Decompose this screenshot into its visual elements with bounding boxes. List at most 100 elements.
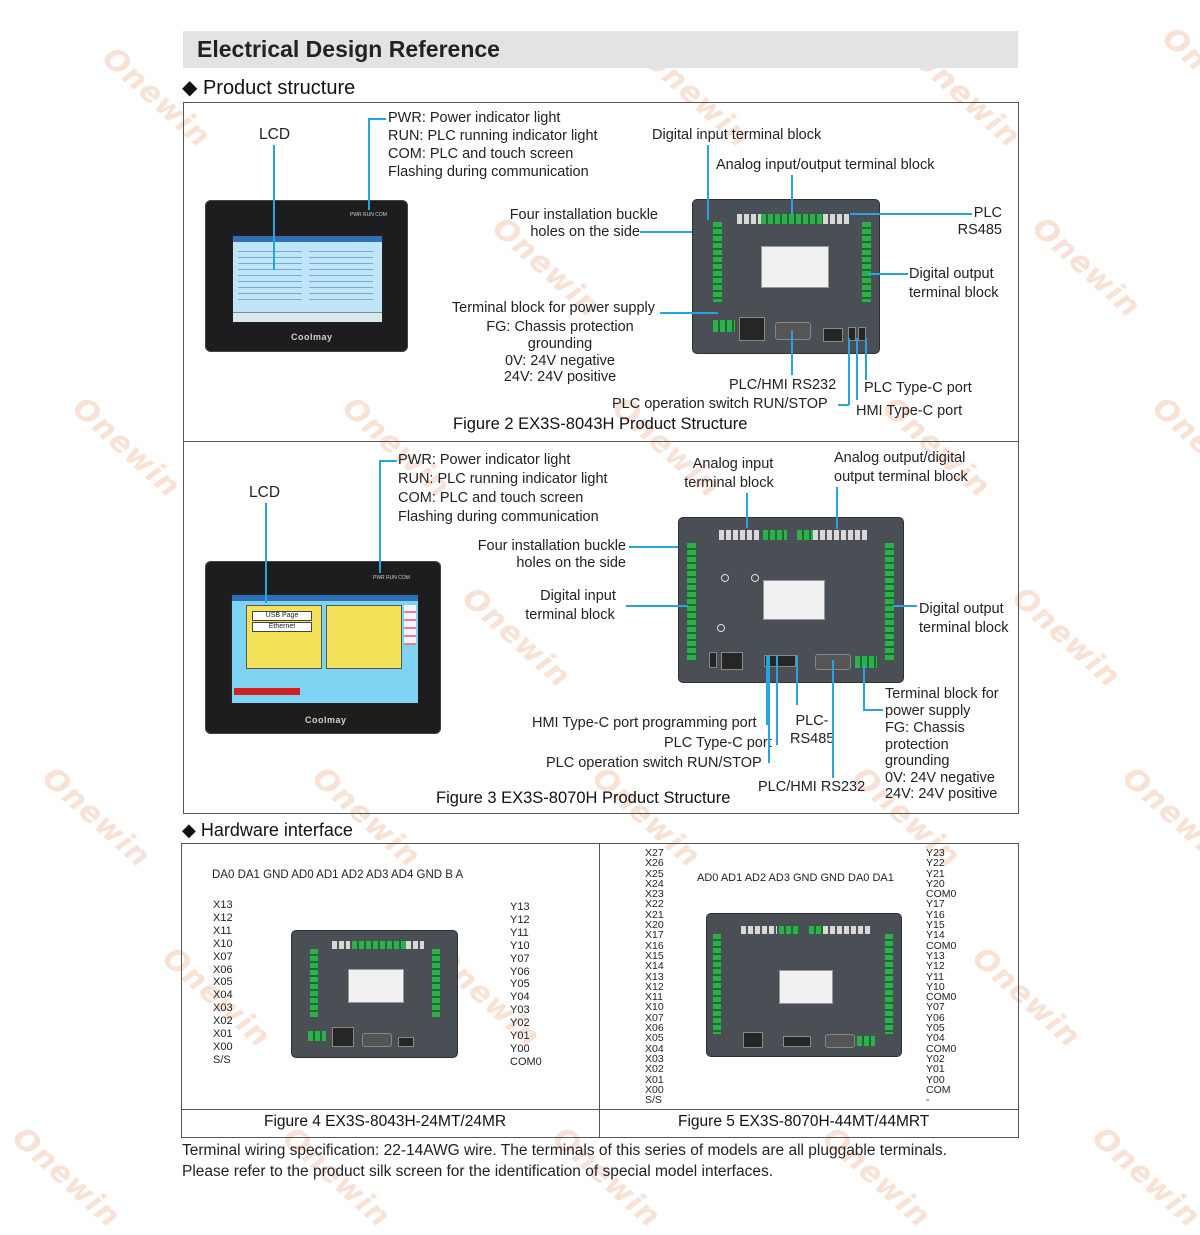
label-plate bbox=[779, 970, 833, 1004]
watermark: Onewin bbox=[5, 1120, 128, 1235]
brand-logo: Coolmay bbox=[291, 332, 333, 342]
figure-5-caption: Figure 5 EX3S-8070H-44MT/44MRT bbox=[678, 1113, 930, 1130]
port bbox=[332, 1027, 354, 1047]
power-label: Terminal block for bbox=[885, 686, 999, 702]
hmi-typec-label: HMI Type-C port programming port bbox=[532, 715, 757, 731]
led-label: COM: PLC and touch screen bbox=[398, 490, 584, 506]
rs232-leader bbox=[791, 330, 793, 375]
plc-back-8043h-small bbox=[291, 930, 458, 1058]
rs485-label: PLC- bbox=[795, 713, 829, 729]
analog-input-terminal bbox=[763, 530, 787, 540]
terminal-strip bbox=[737, 214, 761, 224]
analog-io-terminal bbox=[761, 214, 823, 224]
power-leader bbox=[863, 665, 865, 710]
title-bar bbox=[183, 31, 1018, 68]
digital-input-label: Digital input bbox=[540, 588, 616, 604]
digital-output-label: Digital output bbox=[919, 601, 1004, 617]
db9-port bbox=[825, 1034, 855, 1048]
lcd-label: LCD bbox=[259, 126, 291, 143]
hmi-typec-label: HMI Type-C port bbox=[856, 403, 963, 419]
digital-input-leader bbox=[707, 145, 709, 220]
digital-input-label: terminal block bbox=[525, 607, 615, 623]
terminal-strip bbox=[741, 926, 777, 934]
db9-port bbox=[362, 1033, 392, 1047]
digital-output-leader bbox=[893, 605, 917, 607]
power-label: 0V: 24V negative bbox=[885, 770, 995, 786]
digital-input-leader bbox=[626, 605, 688, 607]
analog-output-label: output terminal block bbox=[834, 469, 968, 485]
analog-output-label: Analog output/digital bbox=[834, 450, 966, 466]
typec-port bbox=[848, 327, 856, 341]
fig5-input-pins: X27 X26 X25 X24 X23 X22 X21 X20 X17 X16 … bbox=[645, 847, 664, 1107]
led-leader bbox=[368, 118, 370, 210]
power-terminal bbox=[857, 1036, 875, 1046]
hmi-front-8070h: USB Page Ethernet PWR RUN COM Coolmay bbox=[205, 561, 441, 734]
led-label: PWR: Power indicator light bbox=[388, 110, 561, 126]
footer-line: Please refer to the product silk screen … bbox=[182, 1163, 774, 1180]
label-plate bbox=[761, 246, 829, 288]
lcd-leader bbox=[273, 145, 275, 270]
ethernet-button: Ethernet bbox=[252, 622, 312, 632]
power-leader bbox=[863, 709, 883, 711]
rs232-leader bbox=[832, 660, 834, 778]
watermark: Onewin bbox=[1155, 20, 1200, 135]
switch-label: PLC operation switch RUN/STOP bbox=[546, 755, 762, 771]
plc-label: PLC bbox=[973, 205, 1002, 221]
switch-leader bbox=[838, 404, 849, 406]
lcd-label: LCD bbox=[249, 484, 281, 501]
hmi-typec-leader bbox=[766, 655, 768, 725]
watermark: Onewin bbox=[1115, 760, 1200, 875]
analog-terminal bbox=[779, 926, 799, 934]
rs485-label: RS485 bbox=[957, 222, 1002, 238]
buckle-leader bbox=[640, 231, 692, 233]
plc-typec-label: PLC Type-C port bbox=[664, 735, 772, 751]
power-label: 24V: 24V positive bbox=[503, 369, 617, 385]
switch-label: PLC operation switch RUN/STOP bbox=[612, 396, 828, 412]
plc-typec-label: PLC Type-C port bbox=[864, 380, 972, 396]
buckle-label: holes on the side bbox=[516, 555, 626, 571]
product-structure-frame bbox=[183, 102, 1019, 814]
power-label: FG: Chassis bbox=[885, 720, 965, 736]
terminal-strip bbox=[719, 530, 759, 540]
power-terminal bbox=[855, 656, 877, 668]
terminal-strip bbox=[813, 530, 867, 540]
led-label: Flashing during communication bbox=[388, 164, 589, 180]
rs485-label: RS485 bbox=[790, 731, 835, 747]
hmi-typec-leader bbox=[856, 338, 858, 400]
figure-divider bbox=[183, 441, 1018, 443]
typec-ports bbox=[783, 1036, 811, 1047]
digital-input-terminal bbox=[713, 222, 722, 302]
buckle-label: Four installation buckle bbox=[477, 538, 626, 554]
lcd-leader bbox=[265, 503, 267, 603]
led-label: RUN: PLC running indicator light bbox=[388, 128, 598, 144]
section-title-hardware: ◆ Hardware interface bbox=[182, 820, 353, 840]
terminal-strip bbox=[823, 926, 871, 934]
analog-terminal bbox=[809, 926, 823, 934]
digital-output-leader bbox=[868, 273, 908, 275]
power-label: grounding bbox=[885, 753, 950, 769]
buckle-label: Four installation buckle bbox=[509, 207, 658, 223]
label-plate bbox=[348, 969, 404, 1003]
power-label: 24V: 24V positive bbox=[885, 786, 998, 802]
buckle-label: holes on the side bbox=[530, 224, 640, 240]
port bbox=[743, 1032, 763, 1048]
analog-output-leader bbox=[836, 487, 838, 529]
plc-back-8043h bbox=[692, 199, 880, 354]
led-label: PWR: Power indicator light bbox=[398, 452, 571, 468]
input-terminal bbox=[713, 934, 721, 1034]
rs232-label: PLC/HMI RS232 bbox=[758, 779, 866, 795]
fig5-top-labels: AD0 AD1 AD2 AD3 GND GND DA0 DA1 bbox=[697, 872, 894, 884]
hmi-front-8043h: PWR RUN COM Coolmay bbox=[205, 200, 408, 352]
fig5-output-pins: Y23 Y22 Y21 Y20 COM0 Y17 Y16 Y15 Y14 COM… bbox=[926, 847, 957, 1107]
digital-input-label: Digital input terminal block bbox=[652, 127, 822, 143]
terminal-strip bbox=[332, 941, 350, 949]
terminal-strip bbox=[406, 941, 424, 949]
switch bbox=[823, 328, 843, 342]
lcd-screen: USB Page Ethernet bbox=[231, 594, 419, 704]
watermark: Onewin bbox=[1085, 1120, 1200, 1235]
output-terminal bbox=[885, 934, 893, 1034]
lcd-screen bbox=[232, 235, 383, 323]
power-label: power supply bbox=[885, 703, 971, 719]
analog-io-label: Analog input/output terminal block bbox=[716, 157, 935, 173]
db9-port bbox=[775, 322, 811, 340]
